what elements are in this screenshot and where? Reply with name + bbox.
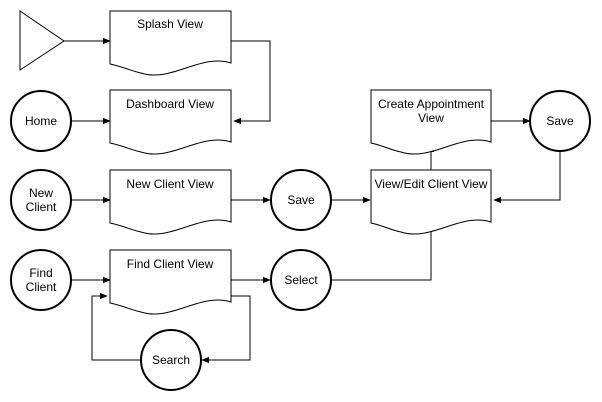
action-save-appointment-label: Save	[546, 114, 574, 128]
action-select: Select	[270, 249, 332, 311]
view-find-client-label: Find Client View	[127, 257, 214, 271]
view-create-appointment: Create Appointment View	[370, 89, 492, 155]
action-save-client-label: Save	[287, 193, 315, 207]
edge-findclientview-to-search	[201, 295, 251, 364]
edge-save-to-viewedit-back	[493, 151, 561, 204]
view-find-client: Find Client View	[109, 249, 232, 315]
action-save-appointment: Save	[529, 90, 591, 152]
edges	[64, 37, 561, 364]
edge-splash-to-dashboard	[231, 40, 271, 125]
view-splash-label: Splash View	[137, 17, 203, 31]
view-splash: Splash View	[109, 10, 232, 76]
action-new-client-label-line1: New	[29, 186, 53, 200]
action-find-client-label-line2: Client	[26, 280, 57, 294]
action-find-client-label-line1: Find	[29, 266, 52, 280]
edge-search-to-findclientview	[91, 292, 140, 361]
action-find-client: Find Client	[10, 249, 72, 311]
action-new-client: New Client	[10, 169, 72, 231]
action-search: Search	[140, 329, 202, 391]
view-create-appointment-label-line1: Create Appointment	[378, 97, 485, 111]
action-search-label: Search	[152, 353, 190, 367]
action-new-client-label-line2: Client	[26, 200, 57, 214]
view-dashboard-label: Dashboard View	[126, 97, 214, 111]
action-select-label: Select	[284, 273, 318, 287]
action-home-label: Home	[25, 114, 57, 128]
action-home: Home	[10, 90, 72, 152]
start-triangle	[19, 10, 65, 71]
view-view-edit-client: View/Edit Client View	[370, 169, 492, 235]
view-new-client: New Client View	[109, 169, 232, 235]
view-create-appointment-label-line2: View	[418, 111, 444, 125]
edge-select-to-viewedit	[331, 222, 435, 281]
action-save-client: Save	[270, 169, 332, 231]
view-view-edit-client-label: View/Edit Client View	[375, 177, 488, 191]
view-new-client-label: New Client View	[126, 177, 213, 191]
view-dashboard: Dashboard View	[109, 89, 232, 155]
